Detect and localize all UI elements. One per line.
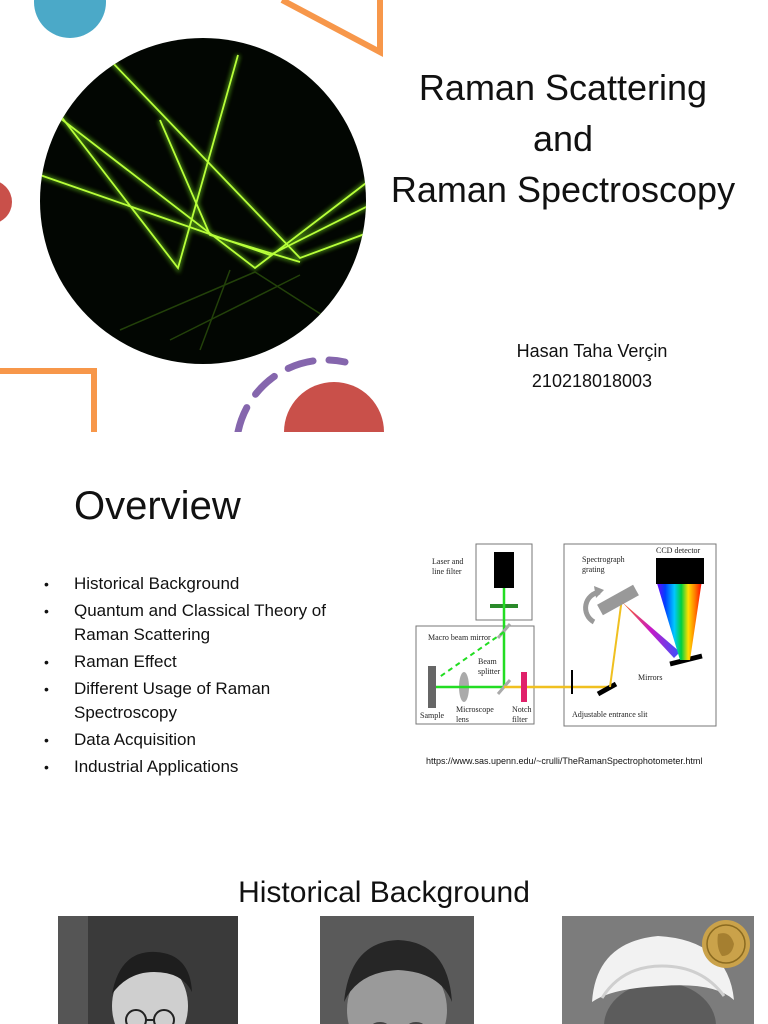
orange-triangle-shape	[280, 0, 383, 57]
label-notch-1: Notch	[512, 705, 532, 714]
overview-title: Overview	[74, 484, 241, 528]
label-lens-2: lens	[456, 715, 469, 724]
presentation-title: Raman Scattering and Raman Spectroscopy	[378, 62, 748, 215]
portrait-2-drawing	[320, 916, 474, 1024]
portrait-1-drawing	[58, 916, 238, 1024]
purple-dashed-arc-shape	[234, 356, 349, 432]
sample	[428, 666, 436, 708]
author-name: Hasan Taha Verçin	[516, 341, 668, 361]
title-line-3: Raman Spectroscopy	[390, 169, 736, 210]
portrait-photo-1	[58, 916, 238, 1024]
svg-text:Microscope lens: Microscope lens	[456, 705, 496, 724]
label-grating-1: Spectrograph	[582, 555, 625, 564]
portrait-3-drawing	[562, 916, 754, 1024]
label-laser-1: Laser and	[432, 557, 463, 566]
portrait-photo-3	[562, 916, 754, 1024]
portrait-photo-2	[320, 916, 474, 1024]
macro-beam	[437, 631, 505, 679]
label-mirrors: Mirrors	[638, 673, 662, 682]
rotate-arrowhead-icon	[594, 586, 604, 598]
bullet-item: Historical Background	[42, 572, 362, 596]
student-id: 210218018003	[531, 371, 653, 391]
historical-background-slide: Historical Background	[0, 856, 768, 1024]
decorative-shapes	[0, 0, 384, 432]
overview-slide: Overview Historical Background Quantum a…	[0, 448, 768, 848]
laser-source	[494, 552, 514, 588]
bullet-item: Industrial Applications	[42, 755, 362, 779]
title-slide: Raman Scattering and Raman Spectroscopy …	[0, 0, 768, 432]
orange-corner-shape	[0, 368, 97, 432]
red-dome-shape	[284, 382, 384, 432]
label-ccd: CCD detector	[656, 546, 701, 555]
teal-circle-shape	[34, 0, 106, 38]
label-grating-2: grating	[582, 565, 605, 574]
spectrum-beam	[656, 580, 702, 660]
label-laser-2: line filter	[432, 567, 462, 576]
bullet-item: Data Acquisition	[42, 728, 362, 752]
svg-text:Notch filter: Notch filter	[512, 705, 534, 724]
raman-spectrometer-diagram: Laser and line filter CCD detector Spect…	[415, 543, 717, 727]
title-line-2: and	[532, 118, 594, 159]
title-line-1: Raman Scattering	[418, 67, 708, 108]
author-block: Hasan Taha Verçin 210218018003	[480, 336, 704, 396]
notch-filter	[521, 672, 527, 702]
label-splitter-2: splitter	[478, 667, 501, 676]
svg-text:Spectrograph grating: Spectrograph grating	[582, 555, 627, 574]
laser-photo	[40, 38, 366, 364]
label-macro-mirror: Macro beam mirror	[428, 633, 491, 642]
bullet-item: Quantum and Classical Theory of Raman Sc…	[42, 599, 362, 647]
mirror-lower	[596, 681, 618, 697]
svg-text:Beam splitter: Beam splitter	[478, 657, 501, 676]
bullet-item: Different Usage of Raman Spectroscopy	[42, 677, 362, 725]
label-notch-2: filter	[512, 715, 528, 724]
source-url: https://www.sas.upenn.edu/~crulli/TheRam…	[426, 756, 703, 766]
label-slit: Adjustable entrance slit	[572, 710, 648, 719]
label-lens-1: Microscope	[456, 705, 494, 714]
macro-mirror	[496, 623, 512, 639]
red-half-circle-shape	[0, 182, 12, 222]
spectrograph-grating	[597, 584, 639, 616]
history-title: Historical Background	[238, 876, 530, 909]
label-splitter-1: Beam	[478, 657, 497, 666]
ccd-detector	[656, 558, 704, 584]
dispersed-light	[622, 602, 680, 658]
overview-bullet-list: Historical Background Quantum and Classi…	[42, 572, 362, 782]
svg-text:Laser and line filter: Laser and line filter	[432, 557, 465, 576]
label-sample: Sample	[420, 711, 444, 720]
bullet-item: Raman Effect	[42, 650, 362, 674]
yellow-beam-up	[609, 597, 623, 688]
